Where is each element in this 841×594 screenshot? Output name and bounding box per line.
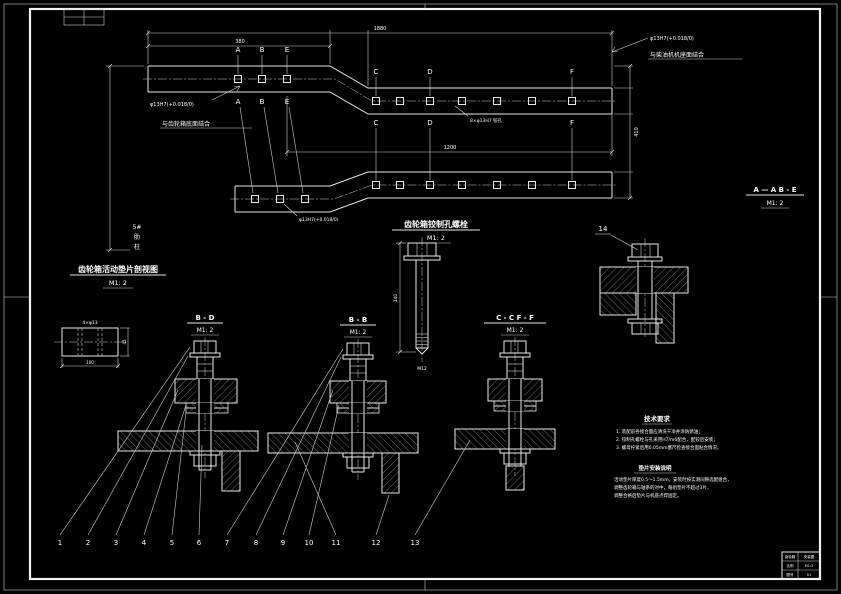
callout-1: 1 [58, 539, 62, 547]
ccff-title: C - C F - F [496, 314, 534, 322]
bolt-plan-title: 齿轮箱铰制孔螺栓 [404, 219, 468, 229]
shim-note-line-1: 活动垫片厚度0.5～1.5mm，安装时按实测间隙选配组合， [614, 476, 732, 483]
hole-label-e1: E [285, 46, 289, 54]
hole-count-annotation: 8×φ13H7 铰孔 φ13H7(+0.018/0) [283, 105, 503, 223]
shim-section-scale: M1: 2 [109, 279, 127, 287]
section-view-bd: B - D M1: 2 [117, 314, 259, 492]
hole-label-f1: F [570, 68, 574, 76]
dim-left-span: 380 [235, 39, 245, 45]
tech-note-line-3: 3. 螺母拧紧后用0.05mm塞尺检查接合面贴合情况。 [616, 444, 722, 451]
rib-label-2: 肋 [134, 233, 140, 241]
tech-note-line-1: 1. 装配前各接合面应清洗干净并涂防锈油； [616, 428, 703, 435]
bolt-hole-symbols-lower [251, 181, 576, 203]
drawing-frame [3, 3, 838, 591]
callout-9: 9 [281, 539, 285, 547]
fit-note-left: 与齿轮箱底面结合 [162, 120, 210, 128]
shim-holes-note: 4×φ13 [82, 320, 97, 326]
rib-label-3: 柱 [134, 243, 140, 251]
titleblock-r3c2: 01 [807, 573, 811, 577]
view-title-aabe: A — A B - E M1: 2 [746, 186, 804, 209]
callout-2: 2 [86, 539, 90, 547]
part-callouts: 1 2 3 4 5 6 7 8 9 10 11 12 13 [58, 346, 471, 547]
section-view-ccff: C - C F - F M1: 2 [454, 314, 556, 491]
dim-shim-height: 45 [122, 339, 127, 345]
callout-7: 7 [225, 539, 229, 547]
bd-scale: M1: 2 [197, 327, 214, 334]
titleblock-r2c2: M1:2 [805, 564, 814, 568]
hole-spec-left-annotation: φ13H7(+0.018/0) 与齿轮箱底面结合 [150, 85, 252, 129]
shim-plan-view: 100 45 4×φ13 [54, 320, 130, 369]
callout-14: 14 [599, 225, 608, 233]
plan-view-lower-rail [230, 171, 617, 213]
section-view-bb: B - B M1: 2 [267, 316, 419, 494]
dim-overall: 1880 [374, 26, 387, 32]
aabe-scale: M1: 2 [767, 200, 784, 207]
hole-spec-top-annotation: φ13H7(+0.018/0) 与柴油机机座面结合 [611, 36, 742, 60]
callout-6: 6 [197, 539, 202, 547]
hole-label-c2: C [374, 119, 379, 127]
hole-label-d1: D [427, 68, 432, 76]
shim-notes-title: 垫片安装说明 [638, 464, 672, 472]
hole-label-d2: D [427, 119, 432, 127]
bracket-bolt-detail: 14 [595, 225, 689, 344]
dim-right-span: 1200 [444, 145, 457, 151]
plan-view-upper-rail [143, 65, 617, 115]
bolt-hole-symbols-upper [234, 75, 576, 105]
bolt-plan-scale: M1: 2 [427, 234, 445, 242]
dim-rail-height: 410 [634, 127, 640, 137]
titleblock-r1c2: 安装图 [804, 554, 815, 559]
hole-spec-count: 8×φ13H7 铰孔 [470, 117, 503, 124]
reamed-bolt-detail: 140 M12 [393, 237, 441, 372]
hole-spec-lower: φ13H7(+0.018/0) [299, 217, 339, 223]
callout-11: 11 [332, 539, 341, 547]
hole-label-b2: B [260, 98, 265, 106]
bd-title: B - D [196, 314, 215, 322]
fit-note-top: 与柴油机机座面结合 [650, 51, 704, 59]
callout-8: 8 [254, 539, 258, 547]
titleblock-r3c1: 图号 [787, 572, 795, 577]
callout-5: 5 [170, 539, 174, 547]
bb-title: B - B [349, 316, 367, 324]
shim-note-line-2: 调整齿轮箱与轴系的对中，每组垫片不超过3片， [614, 484, 711, 491]
rib-label: 5# 肋 柱 [133, 224, 142, 251]
dimension-lines: 1880 380 1200 410 [106, 26, 640, 253]
hole-label-f2: F [570, 119, 574, 127]
hole-label-b1: B [260, 46, 265, 54]
dim-shim-width: 100 [86, 360, 94, 365]
callout-13: 13 [411, 539, 420, 547]
dim-bolt-length: 140 [393, 294, 399, 303]
shim-note-line-3: 调整合格后垫片与机座点焊固定。 [614, 492, 682, 499]
hole-label-c1: C [374, 68, 379, 76]
callout-3: 3 [114, 539, 118, 547]
titleblock-r2c1: 比例 [787, 563, 795, 568]
callout-4: 4 [142, 539, 147, 547]
callout-12: 12 [372, 539, 381, 547]
rib-label-1: 5# [133, 224, 142, 231]
view-title-shim-section: 齿轮箱活动垫片剖视图 M1: 2 [70, 264, 166, 289]
bb-scale: M1: 2 [350, 329, 367, 336]
hole-label-a2: A [236, 98, 241, 106]
ccff-scale: M1: 2 [507, 327, 524, 334]
tech-notes-title: 技术要求 [644, 414, 671, 423]
titleblock-r1c1: 齿轮箱 [785, 554, 796, 559]
hole-label-a1: A [236, 46, 241, 54]
title-block: 齿轮箱 安装图 比例 M1:2 图号 01 [781, 551, 821, 580]
hole-spec-top: φ13H7(+0.018/0) [650, 36, 694, 42]
hole-spec-left: φ13H7(+0.018/0) [150, 102, 194, 108]
callout-10: 10 [305, 539, 314, 547]
technical-notes: 技术要求 1. 装配前各接合面应清洗干净并涂防锈油； 2. 铰制孔螺栓与孔采用H… [614, 414, 732, 499]
dim-bolt-thread: M12 [417, 366, 427, 372]
shim-section-title: 齿轮箱活动垫片剖视图 [78, 264, 158, 274]
aabe-title: A — A B - E [753, 186, 796, 194]
tech-note-line-2: 2. 铰制孔螺栓与孔采用H7/m6配合，配铰后安装； [616, 436, 718, 443]
